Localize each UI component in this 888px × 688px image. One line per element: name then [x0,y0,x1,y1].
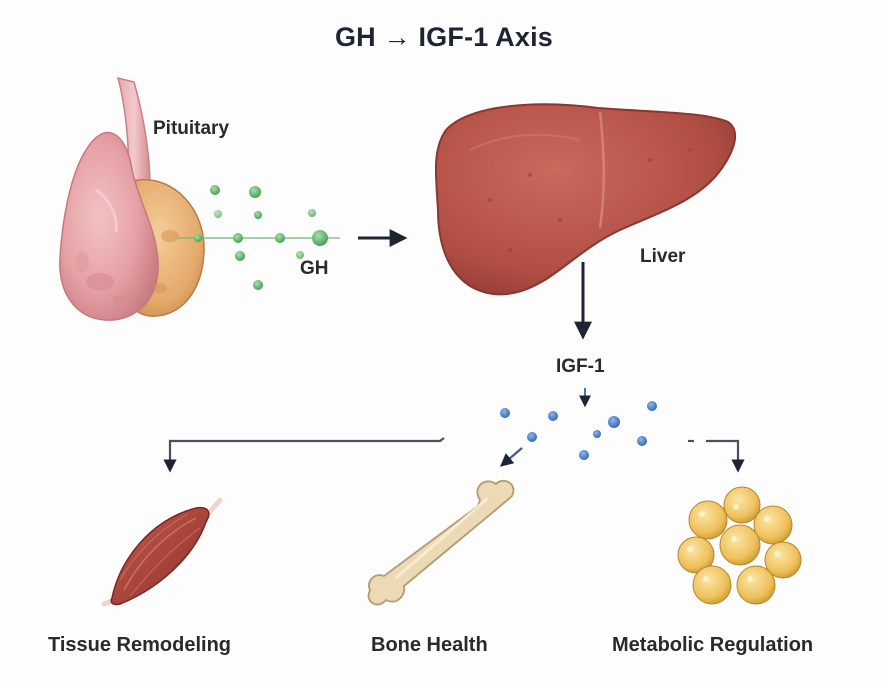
muscle-icon [101,497,223,607]
diagram-title: GH → IGF-1 Axis [334,22,554,52]
target-label-bone: Bone Health [371,634,488,656]
pituitary-gland-icon [59,76,205,321]
bone-icon [367,479,515,606]
arrow-to-tissue [163,437,445,473]
liver-label: Liver [640,246,686,267]
gh-particles [178,185,340,290]
igf1-particles [500,401,657,460]
igf1-label: IGF-1 [556,356,605,377]
arrow-to-metabolic [706,439,745,473]
arrow-to-bone [499,447,523,467]
liver-icon [434,103,737,296]
fat-cells-icon [677,486,802,605]
target-label-metabolic: Metabolic Regulation [612,634,814,656]
gh-label: GH [300,258,329,279]
target-label-tissue: Tissue Remodeling [48,634,232,656]
pituitary-label: Pituitary [153,118,230,139]
